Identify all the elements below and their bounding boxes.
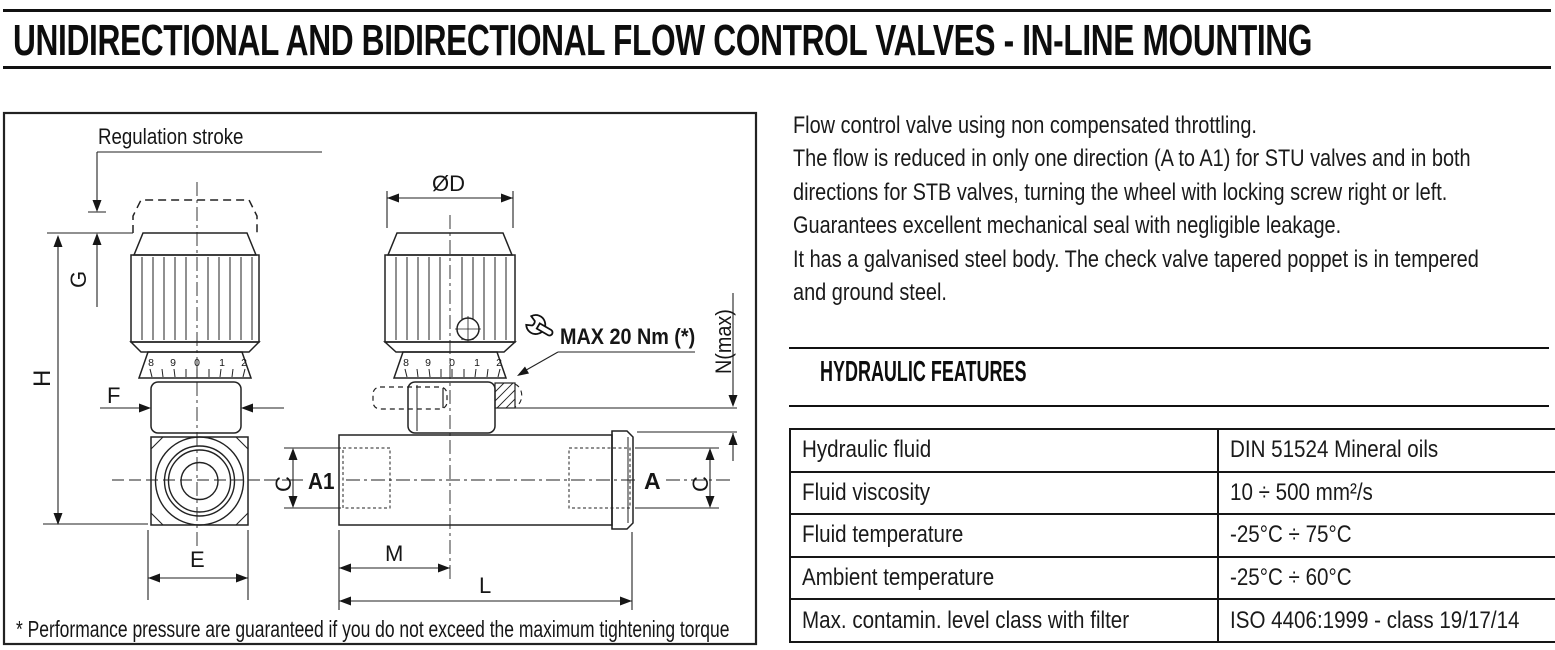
description-paragraph: Flow control valve using non compensated… <box>793 109 1555 309</box>
side-scale-ticks <box>404 368 501 378</box>
scale-numbers: 8 9 0 1 2 <box>148 357 247 369</box>
locking-lever-dashed <box>372 386 448 410</box>
wrench-icon <box>525 314 554 337</box>
knob-raised-position-dashed <box>132 199 258 233</box>
feature-value-cell: 10 ÷ 500 mm²/s <box>1217 470 1555 516</box>
feature-value-cell: -25°C ÷ 75°C <box>1217 513 1555 558</box>
knob-cap <box>132 232 258 256</box>
front-dimensions <box>43 151 322 600</box>
dimension-arrowheads <box>288 193 738 606</box>
page-title: UNIDIRECTIONAL AND BIDIRECTIONAL FLOW CO… <box>13 16 1313 65</box>
drawing-footnote: * Performance pressure are guaranteed if… <box>16 618 729 643</box>
port-label-a: A <box>644 468 661 494</box>
scale-ticks <box>149 368 246 378</box>
regulation-stroke-label: Regulation stroke <box>98 126 243 150</box>
feature-value-cell: DIN 51524 Mineral oils <box>1217 428 1555 473</box>
feature-value-cell: -25°C ÷ 60°C <box>1217 555 1555 601</box>
body-corner-chamfers <box>150 436 249 526</box>
scale-number: 2 <box>496 357 502 369</box>
technical-drawing: 8 9 0 1 2 <box>0 110 760 650</box>
thread-port-a-dashed <box>568 447 631 509</box>
side-scale-numbers: 8 9 0 1 2 <box>403 357 502 369</box>
table-row: Max. contamin. level class with filter I… <box>789 598 1555 643</box>
table-row: Hydraulic fluid DIN 51524 Mineral oils <box>789 428 1555 473</box>
scale-number: 0 <box>194 357 200 369</box>
feature-label-cell: Max. contamin. level class with filter <box>789 598 1219 643</box>
side-view: 8 9 0 1 2 <box>264 215 732 580</box>
torque-note-label: MAX 20 Nm (*) <box>560 325 695 349</box>
side-knob-chamfer <box>383 341 517 353</box>
knob-body <box>130 254 260 343</box>
locking-screw-crosshair <box>455 316 481 342</box>
feature-label-cell: Fluid temperature <box>789 513 1219 558</box>
description-line: The flow is reduced in only one directio… <box>793 145 1471 173</box>
dimension-label-f: F <box>107 383 120 408</box>
valve-dimension-drawing: 8 9 0 1 2 <box>2 111 758 646</box>
scale-number: 1 <box>474 357 480 369</box>
drawing-labels: Regulation stroke G H F E ØD MAX 20 Nm (… <box>16 126 736 643</box>
scale-number: 9 <box>170 357 176 369</box>
scale-number: 8 <box>403 357 409 369</box>
dimension-label-c-left: C <box>271 476 296 492</box>
set-screw-hatched <box>494 382 523 409</box>
dimension-label-c-right: C <box>688 476 713 492</box>
side-scale-band <box>392 351 508 379</box>
dimension-label-diameter: ØD <box>432 171 465 196</box>
section-rule-top <box>789 347 1549 349</box>
feature-value-cell: ISO 4406:1999 - class 19/17/14 <box>1217 598 1555 643</box>
dimension-label-g: G <box>66 271 91 288</box>
scale-number: 8 <box>148 357 154 369</box>
lock-nut <box>407 381 496 434</box>
feature-label-cell: Hydraulic fluid <box>789 428 1219 473</box>
drawing-frame <box>2 111 758 646</box>
description-line: Guarantees excellent mechanical seal wit… <box>793 212 1342 240</box>
scale-band <box>137 351 253 379</box>
knob-chamfer <box>129 341 261 353</box>
dimension-label-e: E <box>190 547 205 572</box>
dimension-label-h: H <box>29 370 56 387</box>
dimension-arrowheads <box>53 200 253 583</box>
title-rule-top <box>3 9 1551 12</box>
dimension-label-m: M <box>385 541 403 566</box>
section-rule-bottom <box>789 405 1549 407</box>
scale-number: 2 <box>241 357 247 369</box>
side-knob-ribs <box>395 257 507 340</box>
section-heading-hydraulic-features: HYDRAULIC FEATURES <box>820 356 1027 388</box>
feature-label-cell: Ambient temperature <box>789 555 1219 601</box>
scale-number: 0 <box>449 357 455 369</box>
feature-label-cell: Fluid viscosity <box>789 470 1219 516</box>
thread-port-a1-dashed <box>342 447 391 509</box>
scale-number: 1 <box>219 357 225 369</box>
front-view: 8 9 0 1 2 <box>112 182 292 548</box>
description-line: and ground steel. <box>793 279 947 307</box>
knob-ribs <box>141 257 253 340</box>
table-row: Fluid viscosity 10 ÷ 500 mm²/s <box>789 470 1555 516</box>
title-rule-bottom <box>3 66 1551 69</box>
scale-number: 9 <box>425 357 431 369</box>
description-line: Flow control valve using non compensated… <box>793 112 1257 139</box>
side-dimensions <box>284 191 738 610</box>
port-label-a1: A1 <box>308 468 334 494</box>
description-line: It has a galvanised steel body. The chec… <box>793 245 1479 273</box>
valve-neck <box>150 381 242 434</box>
table-row: Fluid temperature -25°C ÷ 75°C <box>789 513 1555 558</box>
table-row: Ambient temperature -25°C ÷ 60°C <box>789 555 1555 601</box>
hydraulic-features-table: Hydraulic fluid DIN 51524 Mineral oils F… <box>789 428 1555 643</box>
dimension-label-l: L <box>479 573 491 598</box>
description-line: directions for STB valves, turning the w… <box>793 178 1448 206</box>
port-bore-circles <box>154 436 245 526</box>
dimension-label-n-max: N(max) <box>712 309 736 374</box>
